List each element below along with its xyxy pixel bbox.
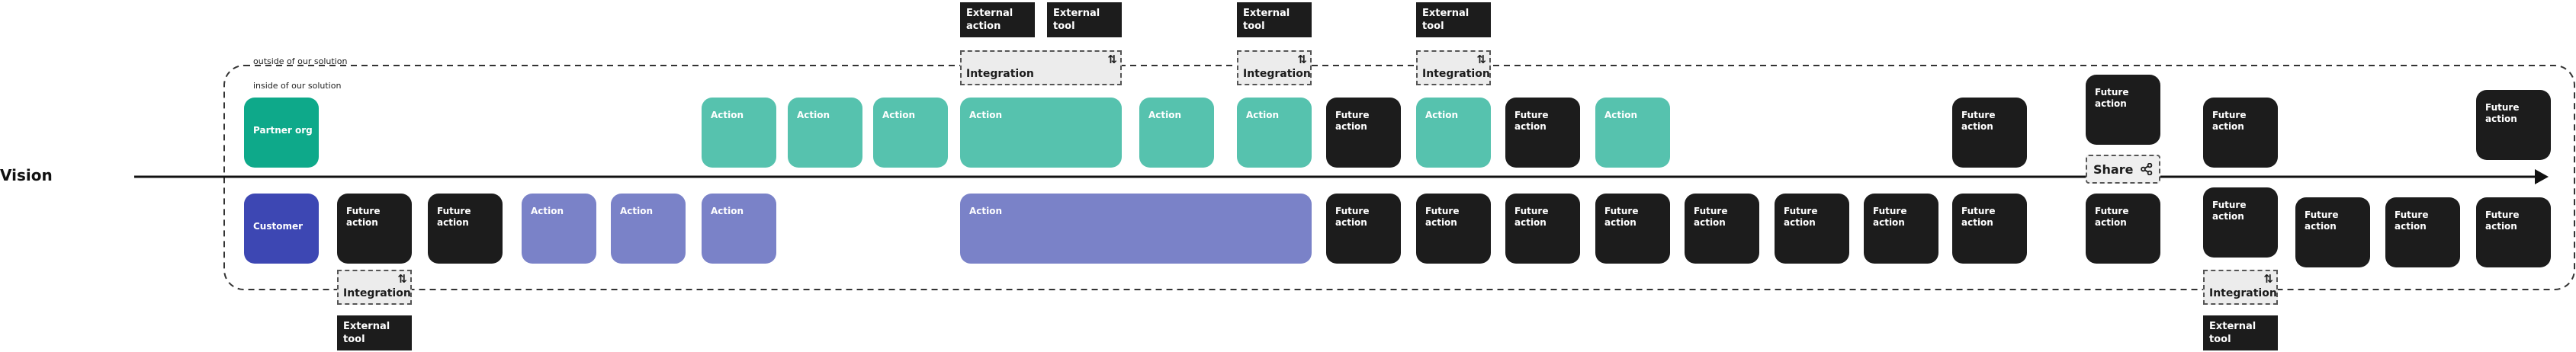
action-box[interactable]: Action: [1595, 98, 1670, 168]
integration-box[interactable]: Integration ⇅: [960, 50, 1122, 85]
action-box[interactable]: Action: [788, 98, 862, 168]
external-tool[interactable]: External tool: [1047, 2, 1122, 37]
share-button[interactable]: Share: [2086, 155, 2160, 184]
action-box[interactable]: Action: [702, 98, 776, 168]
partner-org-box[interactable]: Partner org: [244, 98, 319, 168]
future-action-box[interactable]: Future action: [428, 194, 503, 264]
external-tool[interactable]: External tool: [1416, 2, 1491, 37]
integration-label: Integration: [1243, 68, 1311, 80]
sync-arrows-icon: ⇅: [397, 272, 407, 286]
future-action-box[interactable]: Future action: [2086, 194, 2160, 264]
sync-arrows-icon: ⇅: [1107, 53, 1117, 66]
share-icon: [2141, 163, 2153, 175]
future-action-box[interactable]: Future action: [1326, 98, 1401, 168]
future-action-box[interactable]: Future action: [2086, 75, 2160, 145]
future-action-box[interactable]: Future action: [337, 194, 412, 264]
future-action-box[interactable]: Future action: [2385, 197, 2460, 267]
future-action-box[interactable]: Future action: [2295, 197, 2370, 267]
future-action-box[interactable]: Future action: [1505, 194, 1580, 264]
action-box[interactable]: Action: [873, 98, 948, 168]
share-label: Share: [2093, 162, 2134, 177]
action-box[interactable]: Action: [960, 98, 1122, 168]
integration-box[interactable]: Integration ⇅: [2203, 270, 2278, 305]
future-action-box[interactable]: Future action: [1505, 98, 1580, 168]
action-box[interactable]: Action: [702, 194, 776, 264]
future-action-box[interactable]: Future action: [2476, 90, 2551, 160]
outside-region-label: outside of our solution: [253, 56, 348, 66]
integration-label: Integration: [966, 68, 1034, 80]
future-action-box[interactable]: Future action: [1775, 194, 1849, 264]
action-box[interactable]: Action: [1237, 98, 1312, 168]
action-box[interactable]: Action: [1416, 98, 1491, 168]
action-box[interactable]: Action: [611, 194, 686, 264]
integration-box[interactable]: Integration ⇅: [337, 270, 412, 305]
sync-arrows-icon: ⇅: [2263, 272, 2273, 286]
action-box[interactable]: Action: [960, 194, 1312, 264]
external-tool[interactable]: External tool: [2203, 315, 2278, 350]
future-action-box[interactable]: Future action: [1864, 194, 1938, 264]
integration-box[interactable]: Integration ⇅: [1416, 50, 1491, 85]
integration-label: Integration: [343, 287, 411, 299]
future-action-box[interactable]: Future action: [1595, 194, 1670, 264]
future-action-box[interactable]: Future action: [1416, 194, 1491, 264]
future-action-box[interactable]: Future action: [1326, 194, 1401, 264]
integration-label: Integration: [1422, 68, 1490, 80]
customer-box[interactable]: Customer: [244, 194, 319, 264]
vision-arrowhead: [2535, 169, 2549, 184]
future-action-box[interactable]: Future action: [2476, 197, 2551, 267]
integration-box[interactable]: Integration ⇅: [1237, 50, 1312, 85]
future-action-box[interactable]: Future action: [2203, 98, 2278, 168]
future-action-box[interactable]: Future action: [1952, 98, 2027, 168]
external-tool[interactable]: External tool: [337, 315, 412, 350]
external-tool[interactable]: External tool: [1237, 2, 1312, 37]
future-action-box[interactable]: Future action: [1952, 194, 2027, 264]
action-box[interactable]: Action: [1139, 98, 1214, 168]
sync-arrows-icon: ⇅: [1297, 53, 1307, 66]
future-action-box[interactable]: Future action: [1685, 194, 1759, 264]
vision-label: Vision: [0, 166, 53, 184]
integration-label: Integration: [2209, 287, 2277, 299]
inside-region-label: inside of our solution: [253, 81, 342, 91]
external-action[interactable]: External action: [960, 2, 1035, 37]
future-action-box[interactable]: Future action: [2203, 187, 2278, 258]
sync-arrows-icon: ⇅: [1476, 53, 1486, 66]
action-box[interactable]: Action: [522, 194, 596, 264]
